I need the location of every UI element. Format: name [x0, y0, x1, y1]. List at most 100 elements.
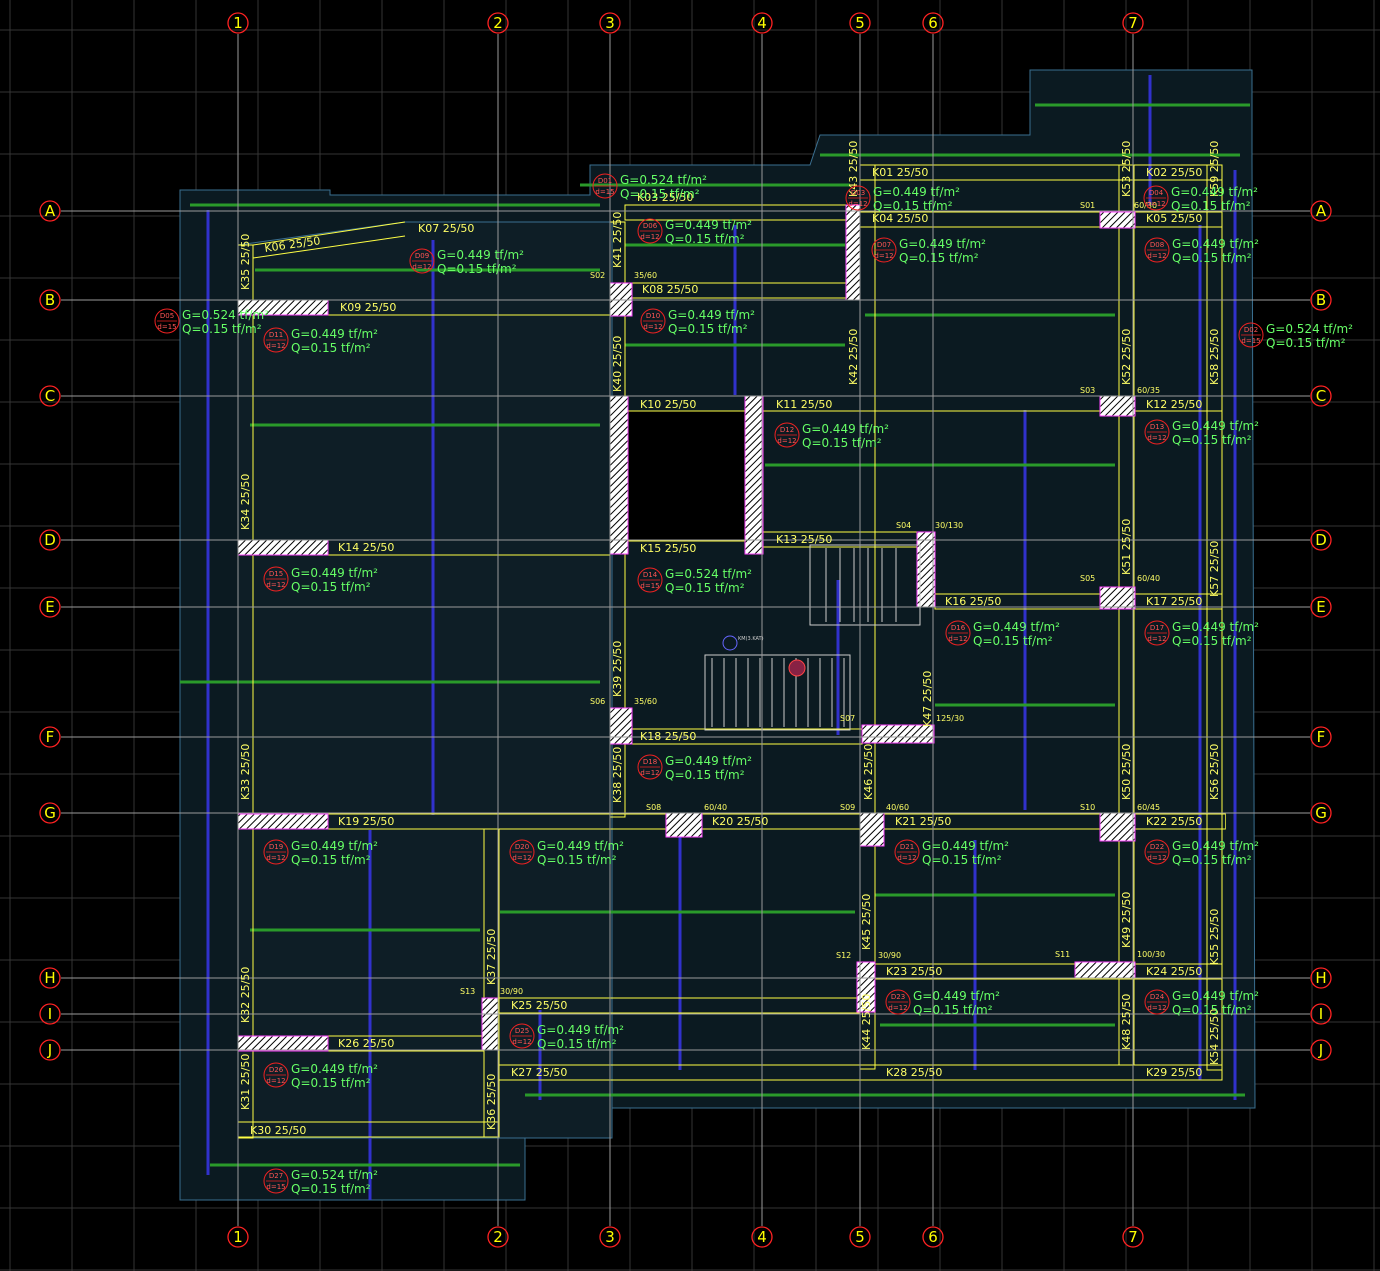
slab-id-D08: D08 [1150, 241, 1164, 249]
beam-label-b17: K17 25/50 [1146, 595, 1202, 608]
slab-bubble-D01 [592, 173, 618, 199]
slab-live-load-D15: Q=0.15 tf/m² [291, 580, 371, 594]
beam-label-b03: K03 25/50 [637, 191, 693, 204]
slab-live-load-D05: Q=0.15 tf/m² [182, 322, 262, 336]
axis-bubble-H [1310, 967, 1332, 989]
slab-dead-load-D16: G=0.449 tf/m² [973, 620, 1060, 634]
beam-label-b09: K09 25/50 [340, 301, 396, 314]
slab-bubble-D05 [154, 308, 180, 334]
axis-bubble-3 [599, 1226, 621, 1248]
beam-label-b40: K40 25/50 [611, 336, 624, 392]
slab-thickness-D07: d=12 [874, 252, 893, 260]
beam-label-b05: K05 25/50 [1146, 212, 1202, 225]
axis-bubble-B [1310, 289, 1332, 311]
axis-label-C: C [45, 387, 55, 405]
axis-label-J: J [1318, 1041, 1323, 1059]
axis-bubble-3 [599, 12, 621, 34]
slab-thickness-D24: d=12 [1147, 1004, 1166, 1012]
beam-label-b13: K13 25/50 [776, 533, 832, 546]
beam-label-b08: K08 25/50 [642, 283, 698, 296]
beam-label-b15: K15 25/50 [640, 542, 696, 555]
slab-bubble-D23 [885, 989, 911, 1015]
slab-live-load-D20: Q=0.15 tf/m² [537, 853, 617, 867]
slab-bubble-D25 [509, 1023, 535, 1049]
beam-label-b50: K50 25/50 [1120, 744, 1133, 800]
slab-thickness-D08: d=12 [1147, 252, 1166, 260]
beam-label-b47: K47 25/50 [921, 671, 934, 727]
slab-bubble-D27 [263, 1168, 289, 1194]
axis-bubble-6 [922, 1226, 944, 1248]
slab-bubble-D24 [1144, 989, 1170, 1015]
slab-live-load-D17: Q=0.15 tf/m² [1172, 634, 1252, 648]
slab-live-load-D09: Q=0.15 tf/m² [437, 262, 517, 276]
slab-live-load-D19: Q=0.15 tf/m² [291, 853, 371, 867]
slab-id-D17: D17 [1150, 624, 1164, 632]
axis-label-1: 1 [233, 1228, 243, 1246]
beam-axis2-outline [483, 828, 500, 1138]
column-size-c11: 100/30 [1137, 950, 1165, 959]
slab-id-D14: D14 [643, 571, 658, 579]
slab-bubble-D20 [509, 839, 535, 865]
axis-bubble-J [39, 1039, 61, 1061]
axis-label-E: E [1316, 598, 1325, 616]
axis-bubble-F [39, 726, 61, 748]
column-hatch-7 [1099, 395, 1136, 417]
slab-thickness-D06: d=12 [640, 233, 659, 241]
column-label-c13: S13 [460, 987, 475, 996]
column-size-c03: 60/35 [1137, 386, 1160, 395]
beam-label-b32: K32 25/50 [239, 967, 252, 1023]
axis-bubble-5 [849, 1226, 871, 1248]
stair-flight [704, 654, 851, 731]
slab-thickness-D04: d=12 [1146, 200, 1165, 208]
axis-bubble-C [1310, 385, 1332, 407]
slab-live-load-D24: Q=0.15 tf/m² [1172, 1003, 1252, 1017]
slab-thickness-D12: d=12 [777, 437, 796, 445]
column-hatch-14 [1099, 812, 1136, 842]
slab-id-D11: D11 [269, 331, 283, 339]
slab-thickness-D03: d=12 [848, 200, 867, 208]
slab-dead-load-D18: G=0.449 tf/m² [665, 754, 752, 768]
beam-label-b29: K29 25/50 [1146, 1066, 1202, 1079]
axis-bubble-C [39, 385, 61, 407]
beam-k06-sloped-inner [252, 235, 406, 259]
slab-live-load-D10: Q=0.15 tf/m² [668, 322, 748, 336]
axis-bubble-H [39, 967, 61, 989]
slab-thickness-D18: d=12 [640, 769, 659, 777]
column-hatch-4 [237, 1035, 329, 1052]
beam-label-b48: K48 25/50 [1120, 994, 1133, 1050]
axis-bubble-G [1310, 802, 1332, 824]
slab-id-D25: D25 [515, 1027, 529, 1035]
beam-label-b21: K21 25/50 [895, 815, 951, 828]
axis-label-F: F [46, 728, 55, 746]
slab-id-D07: D07 [877, 241, 891, 249]
axis-label-6: 6 [928, 1228, 938, 1246]
column-label-c09: S09 [840, 803, 855, 812]
axis-label-G: G [44, 804, 56, 822]
column-size-c09: 40/60 [886, 803, 909, 812]
slab-thickness-D17: d=12 [1147, 635, 1166, 643]
slab-dead-load-D24: G=0.449 tf/m² [1172, 989, 1259, 1003]
axis-lines [61, 34, 1310, 1226]
beam-k06-sloped [252, 221, 406, 246]
beam-label-b14: K14 25/50 [338, 541, 394, 554]
beam-label-b24: K24 25/50 [1146, 965, 1202, 978]
column-hatch-12 [665, 812, 703, 838]
beam-label-b44: K44 25/50 [860, 994, 873, 1050]
slab-live-load-D08: Q=0.15 tf/m² [1172, 251, 1252, 265]
beam-label-b37: K37 25/50 [485, 929, 498, 985]
axis-bubble-4 [751, 12, 773, 34]
stair-void [624, 410, 761, 542]
slab-live-load-D11: Q=0.15 tf/m² [291, 341, 371, 355]
slab-dead-load-D26: G=0.449 tf/m² [291, 1062, 378, 1076]
axis-label-7: 7 [1128, 1228, 1138, 1246]
axis-bubble-A [39, 200, 61, 222]
slab-id-D27: D27 [269, 1172, 283, 1180]
slab-live-load-D18: Q=0.15 tf/m² [665, 768, 745, 782]
column-label-c10: S10 [1080, 803, 1095, 812]
beam-label-b38: K38 25/50 [611, 747, 624, 803]
slab-panels [179, 69, 1256, 1201]
axis-bubble-I [39, 1003, 61, 1025]
slab-live-load-D12: Q=0.15 tf/m² [802, 436, 882, 450]
